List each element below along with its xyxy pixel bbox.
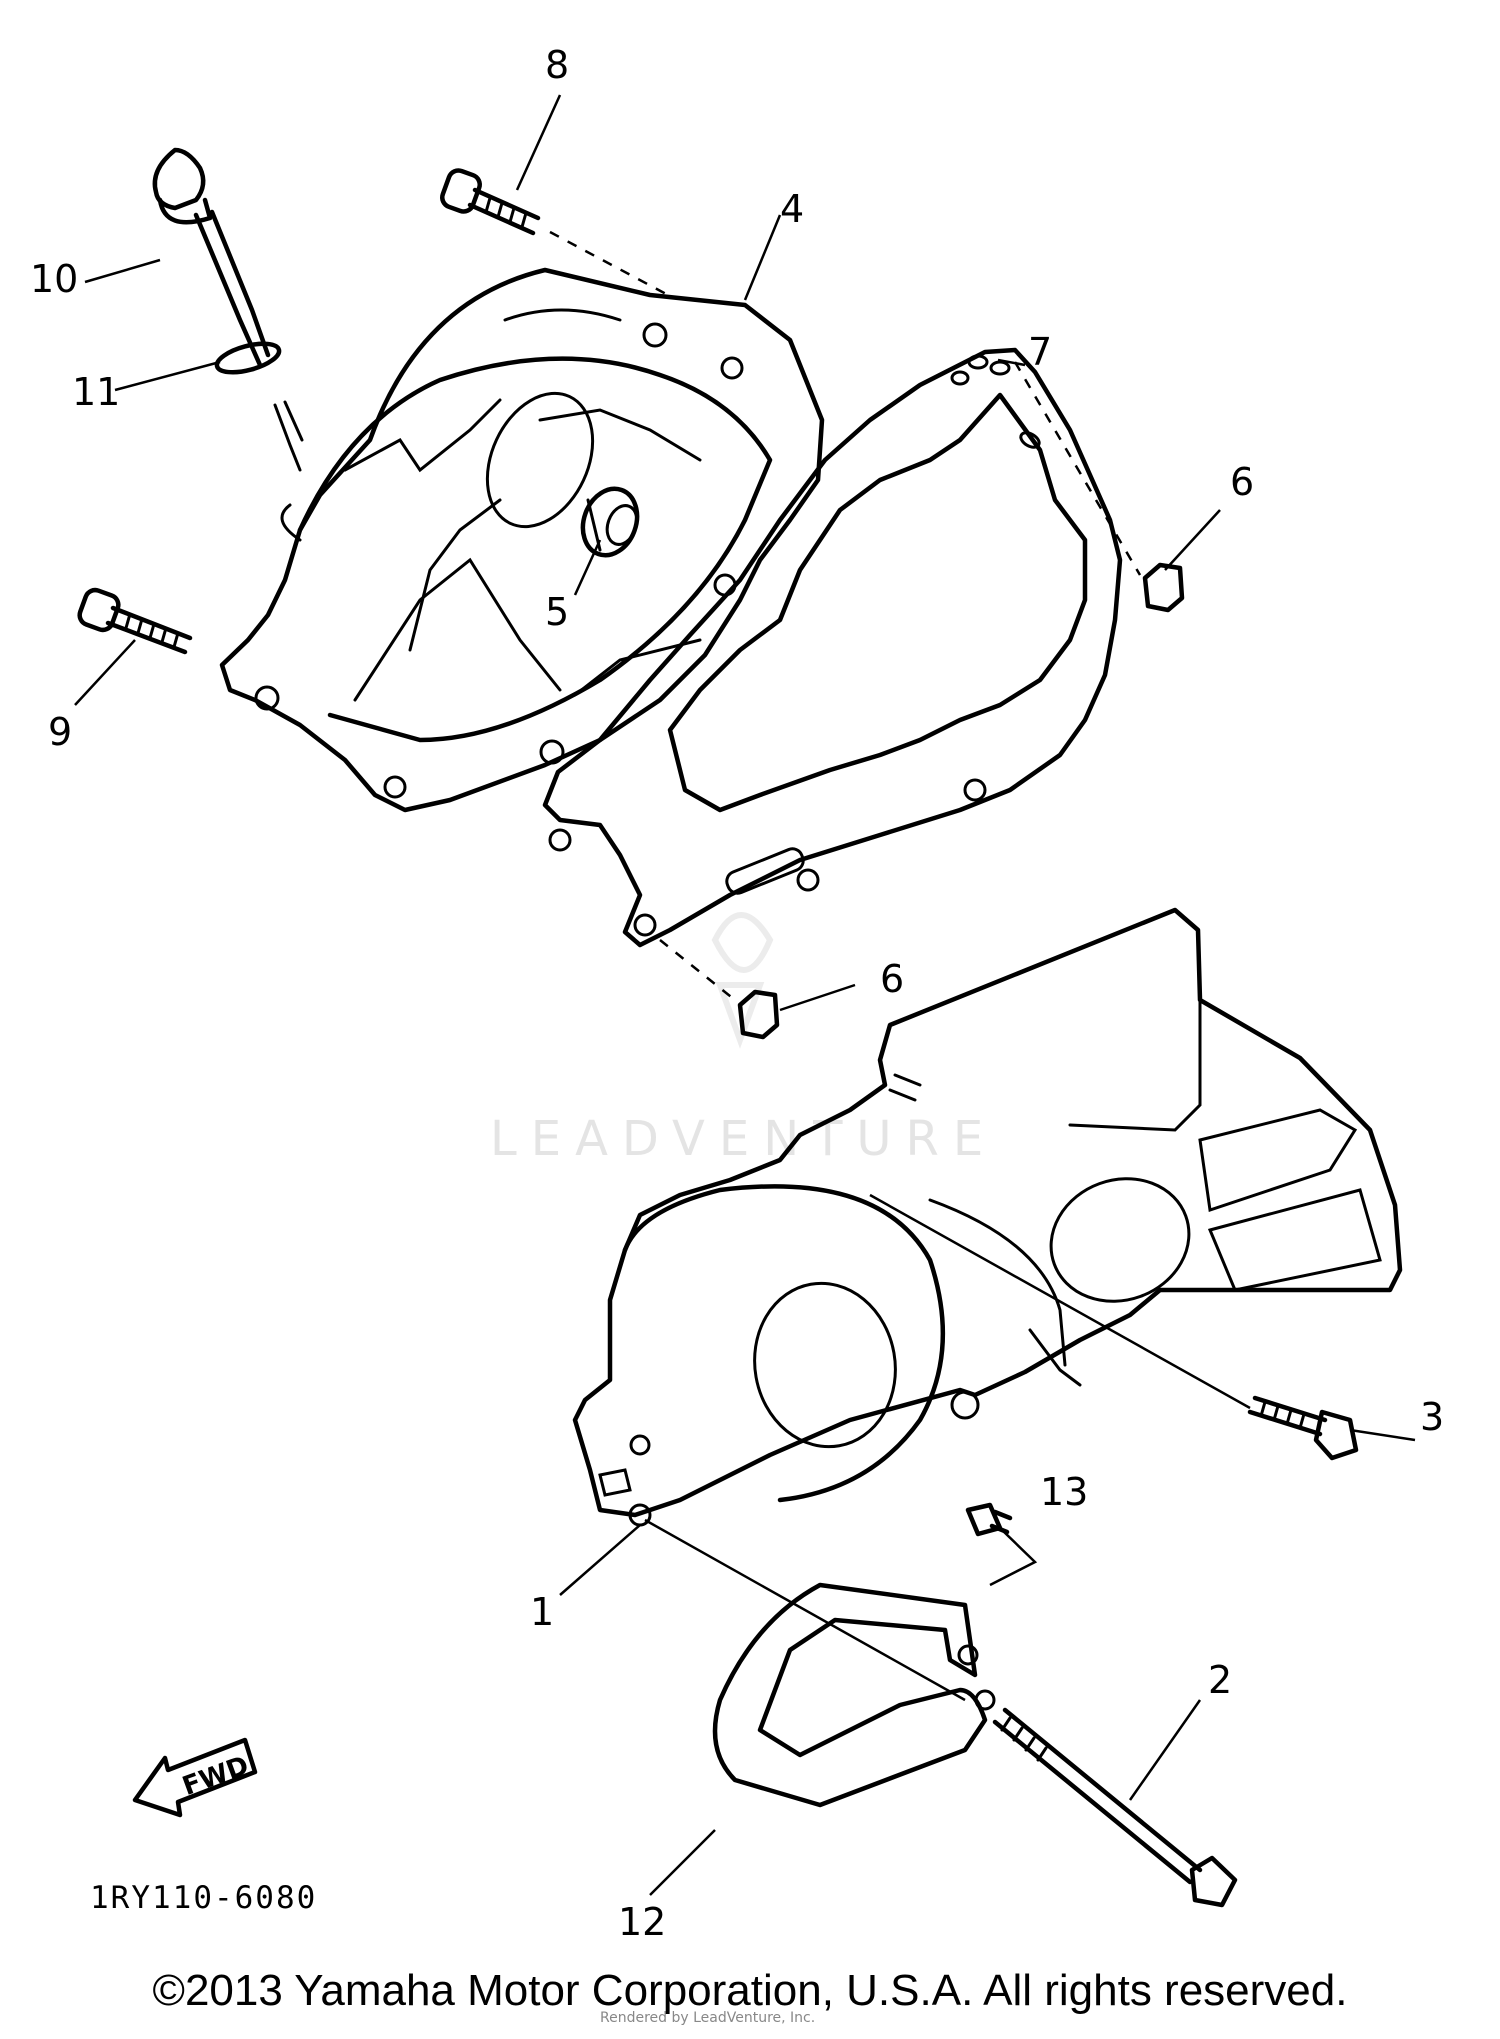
callout-12: 12 — [618, 1900, 666, 1944]
callout-10: 10 — [30, 257, 78, 301]
callout-5: 5 — [545, 590, 569, 634]
render-credit: Rendered by LeadVenture, Inc. — [600, 2010, 815, 2026]
dipstick-part-10 — [152, 147, 271, 368]
watermark: LEADVENTURE — [490, 912, 997, 1167]
gasket-part-7 — [542, 347, 1123, 948]
watermark-text: LEADVENTURE — [490, 1111, 997, 1167]
crankcase-cover-assy-part-1 — [572, 907, 1403, 1527]
callout-1: 1 — [530, 1590, 554, 1634]
callout-13: 13 — [1040, 1470, 1088, 1514]
bolt-part-3 — [869, 1193, 1359, 1461]
callout-8: 8 — [545, 43, 569, 87]
fwd-label: FWD — [179, 1751, 253, 1802]
callout-11: 11 — [72, 370, 120, 414]
callout-3: 3 — [1420, 1395, 1444, 1439]
copyright-notice: ©2013 Yamaha Motor Corporation, U.S.A. A… — [152, 1966, 1348, 2015]
o-ring-part-11 — [214, 341, 282, 375]
crankcase-cover-part-4 — [219, 267, 825, 813]
callout-4: 4 — [780, 187, 804, 231]
diagram-code: 1RY110-6080 — [90, 1880, 317, 1916]
guard-part-12 — [644, 1518, 996, 1808]
callout-9: 9 — [48, 710, 72, 754]
callout-6-lower: 6 — [880, 957, 904, 1001]
dowel-pin-part-6-lower — [659, 939, 780, 1040]
dowel-pin-part-6-upper — [1013, 361, 1185, 613]
oil-seal-part-5 — [580, 486, 640, 558]
bolt-part-2 — [992, 1707, 1238, 1908]
callout-6-upper: 6 — [1230, 460, 1254, 504]
callouts: 8 4 10 11 7 6 5 9 6 3 13 1 2 12 — [30, 43, 1444, 1944]
callout-7: 7 — [1028, 330, 1052, 374]
leader-lines — [74, 94, 1416, 1896]
bolt-part-13 — [965, 1502, 1038, 1587]
watermark-logo-icon — [711, 912, 774, 1049]
dipstick-tip — [273, 400, 304, 472]
fwd-direction-arrow: FWD — [132, 1737, 258, 1818]
bolt-part-9 — [77, 587, 193, 655]
bolt-part-8 — [440, 168, 669, 297]
callout-2: 2 — [1208, 1658, 1232, 1702]
